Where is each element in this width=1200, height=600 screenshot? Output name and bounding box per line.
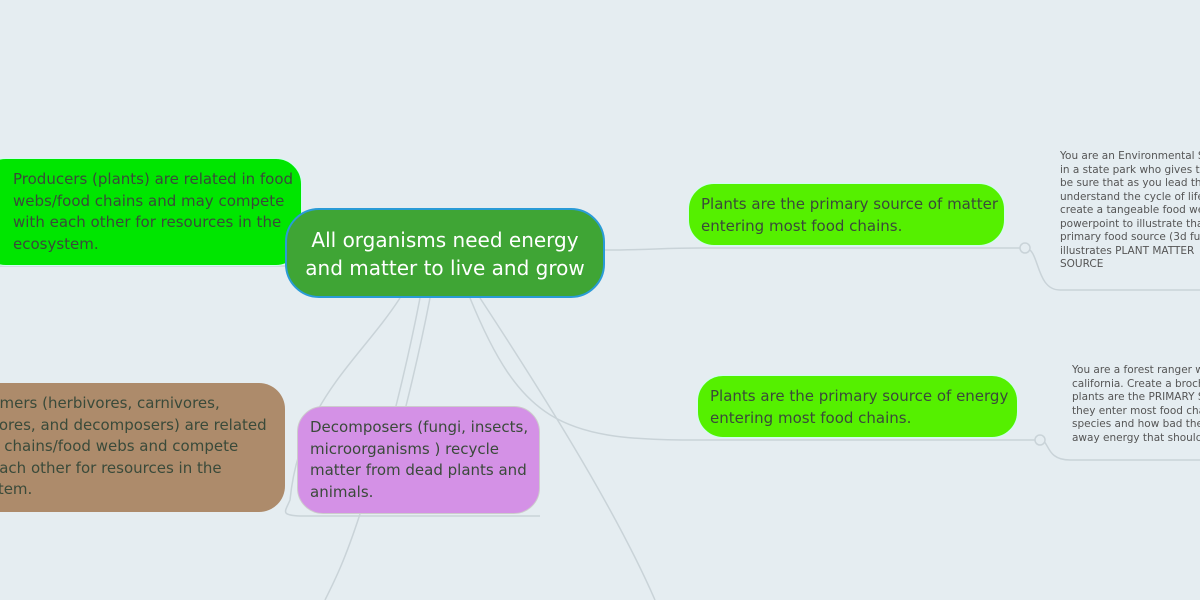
note-text: understand the cycle of life xyxy=(1060,190,1200,203)
note-text: create a tangeable food we xyxy=(1060,204,1200,216)
node-text: Plants are the primary source of energy xyxy=(710,387,1009,405)
note-text: SOURCE xyxy=(1060,258,1104,270)
node-text: Producers (plants) are related in food xyxy=(13,170,294,188)
note-text: primary food source (3d fu xyxy=(1060,231,1200,243)
node-text: webs/food chains and may compete xyxy=(13,191,285,210)
note-text: california. Create a broch xyxy=(1072,377,1200,390)
collapse-handle xyxy=(1034,434,1046,446)
note-text: powerpoint to illustrate tha xyxy=(1060,217,1200,230)
producers-node[interactable]: Producers (plants) are related in food w… xyxy=(0,158,302,266)
node-text: and matter to live and grow xyxy=(305,256,585,280)
node-text: ecosystem. xyxy=(13,234,99,253)
plants-energy-node[interactable]: Plants are the primary source of energy … xyxy=(697,375,1018,438)
energy-task-note[interactable]: You are a forest ranger w california. Cr… xyxy=(1072,364,1200,445)
node-text: each other for resources in the xyxy=(0,458,222,477)
note-text: illustrates PLANT MATTER xyxy=(1060,244,1195,257)
note-text: You are an Environmental S xyxy=(1060,150,1200,162)
node-text: umers (herbivores, carnivores, xyxy=(0,394,220,412)
node-text: stem. xyxy=(0,480,33,498)
note-text: You are a forest ranger w xyxy=(1072,364,1200,376)
consumers-node[interactable]: umers (herbivores, carnivores, vores, an… xyxy=(0,383,285,512)
node-text: entering most food chains. xyxy=(710,408,912,427)
node-text: entering most food chains. xyxy=(701,216,903,235)
note-text: away energy that should xyxy=(1072,431,1200,444)
collapse-handle xyxy=(1019,242,1031,254)
node-text: Decomposers (fungi, insects, xyxy=(310,418,529,436)
decomposers-node[interactable]: Decomposers (fungi, insects, microorgani… xyxy=(297,406,540,514)
node-text: microorganisms ) recycle xyxy=(310,439,499,458)
node-text: d chains/food webs and compete xyxy=(0,437,239,455)
plants-matter-node[interactable]: Plants are the primary source of matter … xyxy=(688,183,1005,246)
node-text: Plants are the primary source of matter xyxy=(701,195,999,213)
note-text: species and how bad the xyxy=(1072,418,1200,430)
node-text: vores, and decomposers) are related xyxy=(0,415,267,434)
node-text: All organisms need energy xyxy=(311,228,579,252)
node-text: with each other for resources in the xyxy=(13,213,282,231)
note-text: be sure that as you lead the xyxy=(1060,177,1200,189)
note-text: in a state park who gives to xyxy=(1060,163,1200,176)
node-text: animals. xyxy=(310,482,374,501)
node-text: matter from dead plants and xyxy=(310,461,527,479)
matter-task-note[interactable]: You are an Environmental S in a state pa… xyxy=(1060,150,1200,272)
note-text: they enter most food cha xyxy=(1072,404,1200,417)
note-text: plants are the PRIMARY S xyxy=(1072,391,1200,403)
central-topic-node[interactable]: All organisms need energy and matter to … xyxy=(285,208,605,298)
